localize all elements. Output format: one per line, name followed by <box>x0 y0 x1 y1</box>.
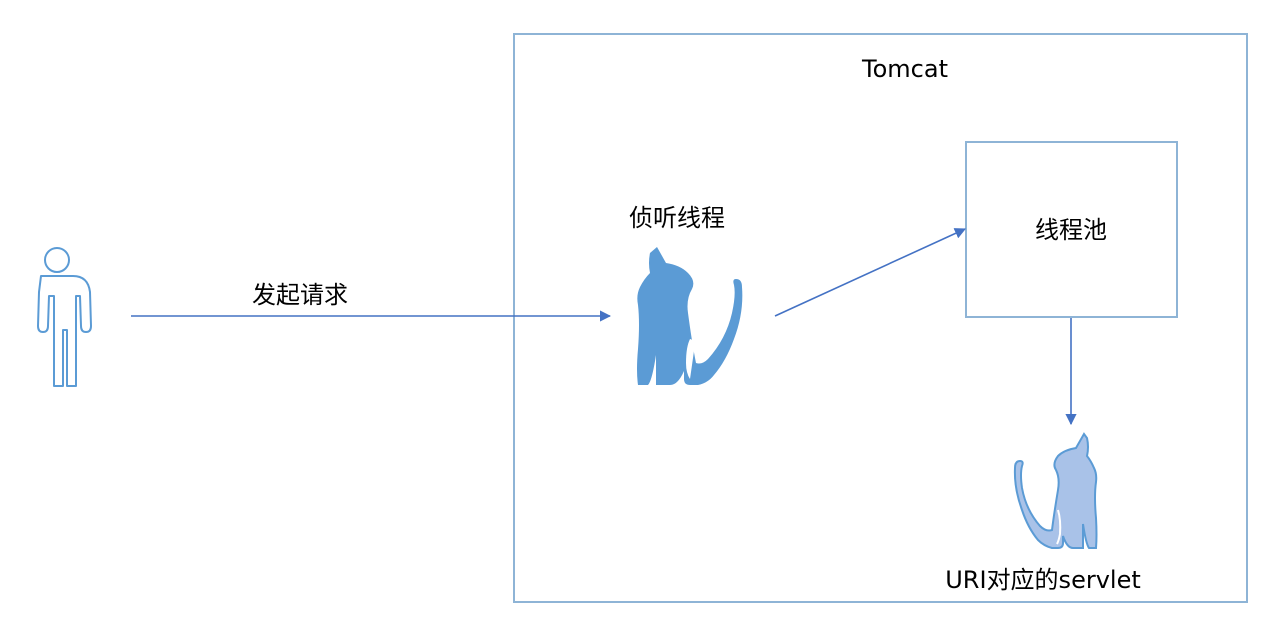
cat-icon <box>637 247 743 385</box>
servlet-cat-icon <box>1013 432 1098 549</box>
dispatch-arrow <box>774 228 967 317</box>
person-icon <box>37 247 92 387</box>
thread-pool-label: 线程池 <box>1035 216 1107 244</box>
listener-thread-label: 侦听线程 <box>629 204 725 232</box>
tomcat-container <box>513 33 1248 603</box>
servlet-label: URI对应的servlet <box>945 566 1141 594</box>
tomcat-title: Tomcat <box>862 55 948 83</box>
request-label: 发起请求 <box>252 281 348 309</box>
